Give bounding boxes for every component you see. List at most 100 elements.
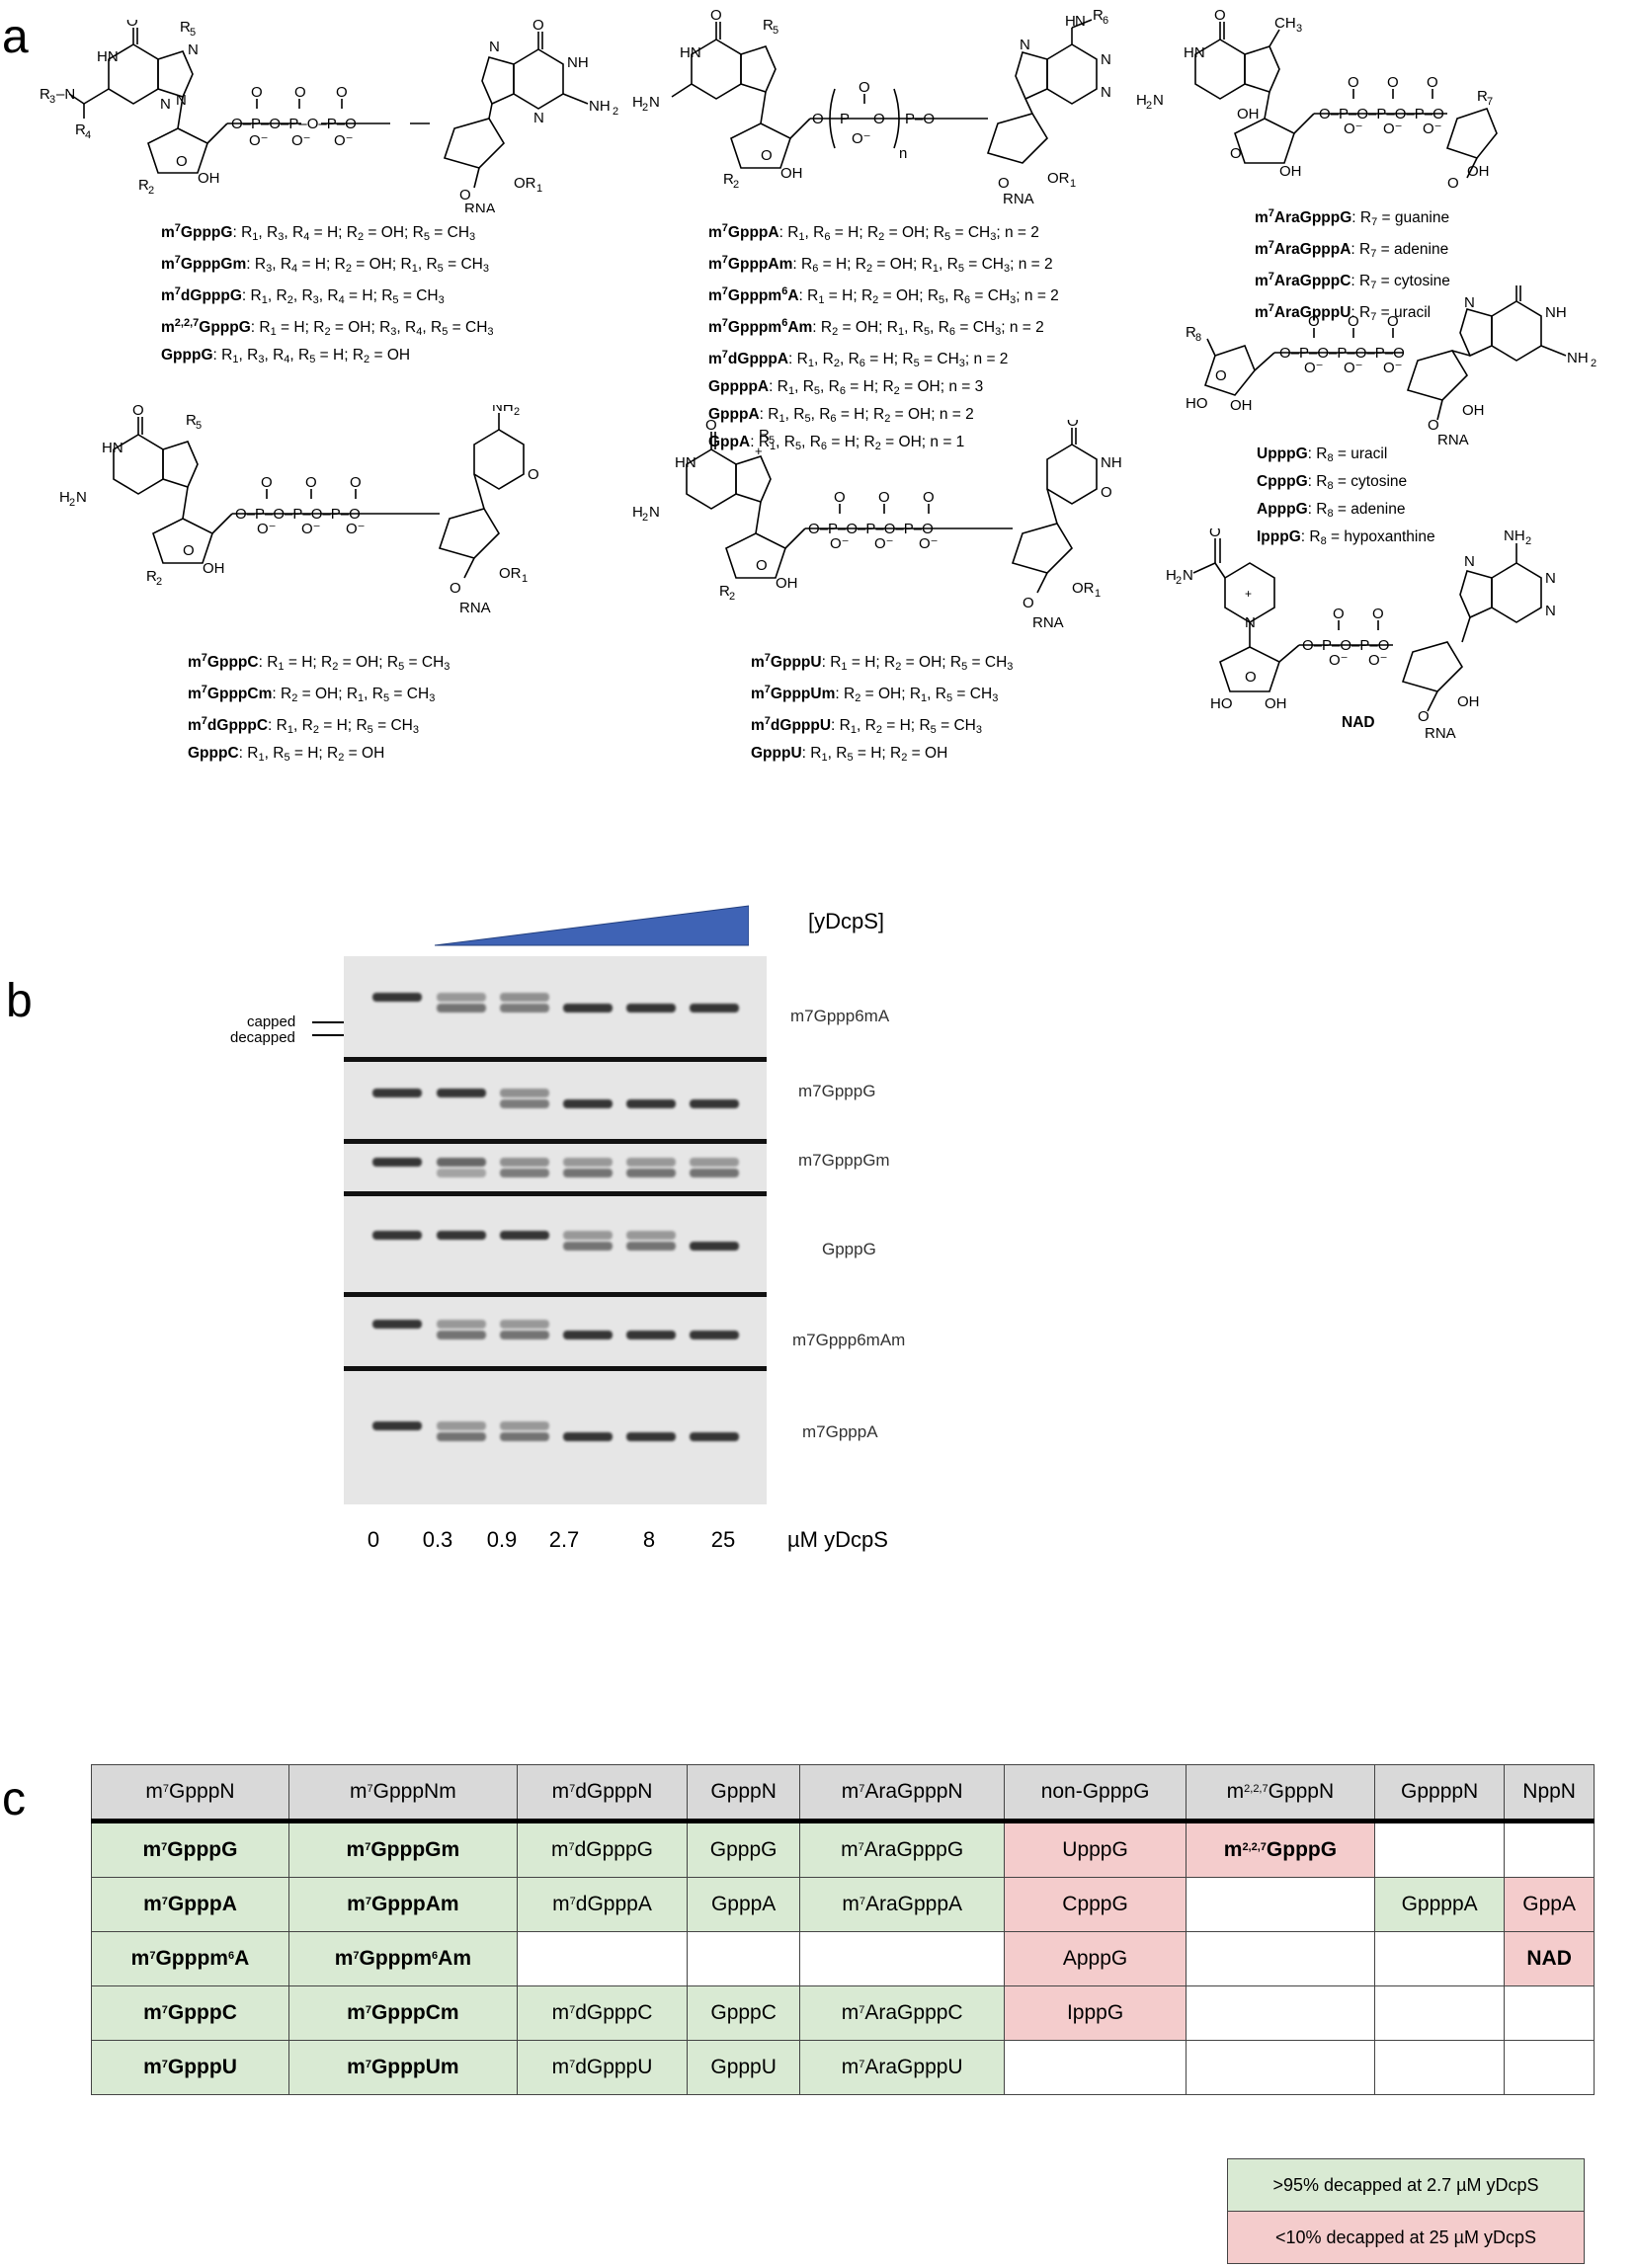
compound-substituents: R8 = hypoxanthine [1309, 528, 1435, 547]
table-cell: m7AraGpppA [799, 1877, 1006, 1932]
svg-text:RNA: RNA [1425, 725, 1456, 742]
concentration-label: 0.9 [486, 1527, 518, 1552]
compound-substituents: R1, R2 = H; R5 = CH3 [839, 717, 982, 736]
svg-text:HN: HN [97, 48, 119, 65]
svg-text:N: N [76, 489, 87, 506]
table-cell: m7GpppC [91, 1985, 289, 2041]
compound-substituents: R8 = adenine [1316, 501, 1406, 520]
compound-name: m7GpppCm [188, 684, 273, 702]
gel-separator [344, 1191, 767, 1196]
table-cell: m2,2,7GpppG [1185, 1821, 1375, 1878]
gel-separator [344, 1057, 767, 1062]
compound-substituents: R1 = H; R2 = OH; R5, R6 = CH3; n = 2 [807, 287, 1059, 306]
svg-text:H: H [1166, 567, 1177, 584]
svg-text:OH: OH [1462, 402, 1485, 419]
legend-line: m7AraGpppA: R7 = adenine [1255, 239, 1449, 260]
svg-text:O–P–O–P–O–P–O: O–P–O–P–O–P–O [1319, 106, 1444, 122]
legend-line: m7AraGpppG: R7 = guanine [1255, 207, 1450, 228]
svg-text:O: O [761, 147, 773, 164]
table-cell [1373, 2040, 1506, 2095]
svg-text:N: N [533, 110, 544, 126]
svg-text:2: 2 [613, 106, 618, 118]
svg-text:O: O [705, 420, 717, 434]
capped-band [626, 1231, 676, 1240]
svg-text:O: O [1447, 175, 1459, 192]
legend-line: IpppG: R8 = hypoxanthine [1257, 528, 1435, 547]
svg-text:OH: OH [1457, 693, 1480, 710]
svg-text:O–P–O–P–O–P–O: O–P–O–P–O–P–O [231, 116, 357, 132]
svg-text:2: 2 [733, 179, 739, 191]
capped-band [500, 1320, 549, 1329]
svg-text:O–P–O–P–O–P–O: O–P–O–P–O–P–O [808, 521, 934, 537]
svg-text:8: 8 [1195, 332, 1201, 344]
svg-text:2: 2 [1525, 535, 1531, 547]
svg-text:O: O [1230, 145, 1242, 162]
gel-row-label: m7GpppG [798, 1082, 876, 1100]
svg-text:2: 2 [1176, 575, 1182, 587]
svg-text:O: O [1387, 74, 1399, 91]
decapped-band [626, 1331, 676, 1339]
svg-text:O: O [873, 111, 885, 127]
svg-text:2: 2 [69, 497, 75, 509]
svg-text:O⁻: O⁻ [919, 535, 939, 552]
structure-legend-2: m7GpppA: R1, R6 = H; R2 = OH; R5 = CH3; … [708, 217, 1059, 458]
compound-name: GpppA [708, 406, 760, 423]
decapped-band [626, 1432, 676, 1441]
svg-text:O: O [756, 557, 768, 574]
key-red-text: <10% decapped at 25 µM yDcpS [1274, 2227, 1537, 2247]
table-cell: GppppA [1373, 1877, 1506, 1932]
svg-text:O: O [1023, 595, 1034, 611]
legend-line: GppA: R1, R5, R6 = H; R2 = OH; n = 1 [708, 434, 965, 452]
compound-name: ApppG [1257, 501, 1308, 518]
svg-text:O: O [834, 489, 846, 506]
svg-text:OR: OR [499, 565, 522, 582]
legend-line: m7Gpppm6A: R1 = H; R2 = OH; R5, R6 = CH3… [708, 285, 1059, 306]
table-cell: IpppG [1004, 1985, 1187, 2041]
svg-text:R: R [1477, 88, 1488, 105]
table-cell [1373, 1931, 1506, 1986]
svg-text:N: N [1545, 570, 1556, 587]
svg-text:O: O [812, 111, 824, 127]
compound-name: m7dGpppU [751, 715, 832, 734]
gel-separator [344, 1139, 767, 1144]
compound-substituents: R1, R6 = H; R2 = OH; R5 = CH3; n = 2 [787, 224, 1039, 243]
svg-text:1: 1 [1095, 588, 1101, 600]
compound-name: m7AraGpppG [1255, 207, 1352, 226]
compound-substituents: R2 = OH; R1, R5 = CH3 [280, 686, 436, 704]
gel-strip [344, 1196, 767, 1292]
svg-text:2: 2 [642, 102, 648, 114]
svg-text:R: R [723, 171, 734, 188]
legend-line: m7GpppC: R1 = H; R2 = OH; R5 = CH3 [188, 652, 450, 673]
column-header: GpppN [687, 1764, 801, 1823]
table-cell: GppA [1504, 1877, 1595, 1932]
svg-text:O: O [1427, 74, 1438, 91]
compound-substituents: R1, R5, R6 = H; R2 = OH; n = 1 [758, 434, 965, 452]
compound-name: m7dGpppC [188, 715, 269, 734]
compound-name: GppA [708, 434, 751, 450]
svg-text:O: O [350, 474, 362, 491]
capped-band [437, 1089, 486, 1097]
key-green-text: >95% decapped at 2.7 µM yDcpS [1272, 2174, 1539, 2195]
svg-text:O: O [132, 405, 144, 419]
svg-text:O: O [183, 542, 195, 559]
decapped-band [500, 1169, 549, 1177]
table-cell: ApppG [1004, 1931, 1187, 1986]
svg-text:OH: OH [203, 560, 225, 577]
svg-text:O⁻: O⁻ [852, 130, 871, 147]
compound-name: m2,2,7GpppG [161, 317, 251, 336]
svg-text:R: R [1186, 324, 1196, 341]
compound-name: m7GpppA [708, 222, 779, 241]
compound-substituents: R7 = cytosine [1359, 273, 1450, 291]
concentration-label: 2.7 [548, 1527, 580, 1552]
svg-text:O⁻: O⁻ [257, 521, 277, 537]
svg-text:O: O [261, 474, 273, 491]
svg-text:R: R [138, 177, 149, 194]
svg-text:1: 1 [1070, 178, 1076, 190]
